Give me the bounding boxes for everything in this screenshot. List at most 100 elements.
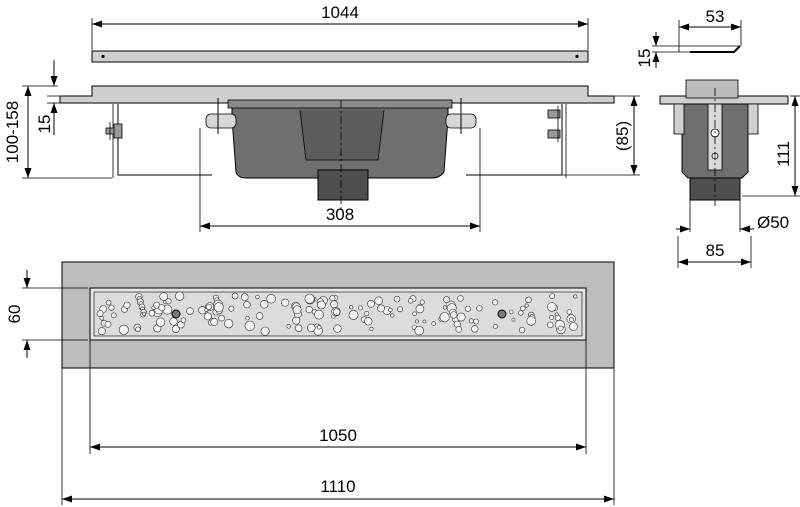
grate-hole: [549, 314, 555, 320]
grate-hole: [367, 299, 375, 308]
grate-hole: [558, 325, 564, 331]
grate-hole: [525, 296, 532, 303]
grate-hole: [243, 301, 251, 309]
grate-hole: [332, 308, 341, 316]
grate-hole: [450, 311, 458, 319]
drain-body: [205, 98, 477, 201]
grate-hole: [415, 304, 425, 314]
grate-hole: [245, 316, 250, 321]
dimension-85-side: 85: [677, 236, 752, 268]
grate-hole: [468, 318, 474, 324]
grate-hole: [547, 321, 554, 329]
grate-hole: [260, 300, 269, 309]
grate-hole: [317, 325, 322, 330]
dim-label-85-side: 85: [706, 241, 725, 260]
grate-hole: [186, 307, 194, 315]
grate-hole: [135, 326, 141, 332]
grate-hole: [549, 293, 556, 299]
dimension-1044: 1044: [91, 3, 589, 50]
grate-hole: [520, 305, 526, 312]
grate-hole: [455, 325, 463, 333]
grate-hole: [369, 326, 374, 331]
dim-label-1044: 1044: [321, 3, 359, 22]
grate-hole: [464, 305, 471, 312]
grate-hole: [228, 305, 235, 312]
grate-hole: [456, 312, 466, 322]
grate-hole: [524, 303, 529, 308]
grate-hole: [526, 316, 536, 326]
grate-hole: [414, 325, 424, 336]
grate-hole: [573, 294, 578, 299]
grate-hole: [158, 304, 166, 312]
grate-hole: [439, 312, 450, 323]
grate-hole: [165, 298, 172, 305]
grate-hole: [442, 305, 447, 310]
grate-hole: [566, 309, 572, 315]
grate-hole: [104, 320, 112, 328]
dimension-15-side: 15: [635, 32, 740, 68]
grate-hole: [99, 316, 105, 321]
dimension-15: 15: [35, 60, 90, 135]
grate-hole: [148, 310, 156, 317]
grate-hole: [492, 299, 499, 306]
grate-screw: [497, 309, 507, 319]
grate-hole: [333, 324, 342, 333]
dimension-111: 111: [742, 95, 800, 197]
grate-hole: [210, 318, 219, 326]
dimension-100-158: 100-158: [3, 85, 112, 179]
dimension-60: 60: [5, 270, 88, 358]
grate-hole: [518, 310, 524, 316]
grate-hole: [97, 327, 106, 336]
dim-label-15: 15: [35, 115, 54, 134]
grate-hole: [286, 324, 291, 329]
dim-label-60: 60: [5, 305, 24, 324]
grate-hole: [357, 305, 363, 311]
grate-hole: [388, 307, 393, 312]
dim-label-15-side: 15: [635, 49, 654, 68]
grate-hole: [569, 322, 578, 331]
grate-hole: [412, 311, 417, 316]
grate-hole: [476, 305, 483, 312]
grate-hole: [213, 302, 224, 313]
grate-hole: [171, 325, 180, 333]
grate-hole: [329, 295, 336, 302]
side-view: [659, 79, 789, 206]
adjust-screw-left: [105, 122, 123, 140]
grate-hole: [304, 293, 315, 304]
grate-hole: [422, 319, 427, 324]
grate-hole: [554, 314, 561, 321]
grate-hole: [492, 323, 498, 329]
top-profile-bar: [91, 50, 589, 63]
grate-hole: [244, 320, 255, 331]
dim-label-1050: 1050: [319, 426, 357, 445]
dim-label-d50: Ø50: [757, 213, 789, 232]
dim-label-1110: 1110: [320, 477, 355, 496]
grate-hole: [281, 298, 290, 307]
grate-hole: [203, 312, 212, 321]
grate-screw: [171, 309, 181, 319]
grate-hole: [156, 317, 166, 327]
plan-view: [61, 261, 615, 369]
grate-hole: [260, 326, 270, 336]
grate-hole: [180, 317, 187, 324]
grate-hole: [305, 306, 313, 314]
dim-label-100-158: 100-158: [3, 101, 22, 163]
grate-hole: [419, 299, 425, 305]
grate-hole: [256, 312, 264, 320]
dimension-1110: 1110: [61, 368, 615, 505]
grate-hole: [473, 318, 479, 325]
grate-hole: [205, 303, 212, 311]
dimension-53: 53: [678, 7, 742, 52]
grate-hole: [471, 325, 479, 333]
grate-hole: [240, 293, 249, 301]
dimension-1050: 1050: [89, 340, 587, 454]
grate-hole: [231, 292, 239, 300]
grate-hole: [390, 313, 395, 318]
grate-hole: [431, 321, 436, 326]
dim-label-85-paren: (85): [613, 121, 632, 151]
grate-hole: [123, 301, 131, 309]
dimension-85-bracket: (85): [562, 95, 640, 176]
grate-hole: [509, 309, 514, 315]
grate-hole: [443, 296, 450, 304]
